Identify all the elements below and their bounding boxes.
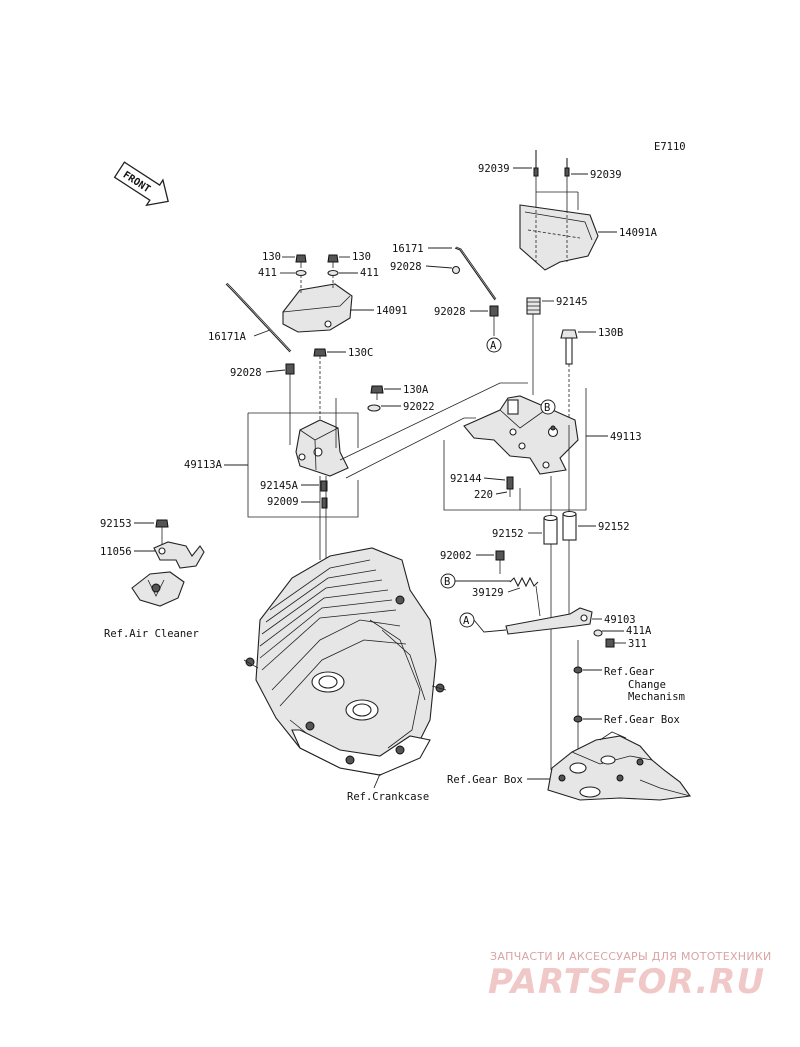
rod-16171	[451, 246, 499, 336]
label-92039-left: 92039	[478, 163, 510, 175]
bolt-92002	[495, 550, 505, 574]
air-cleaner-ref	[131, 571, 185, 607]
washer-411-left	[295, 269, 307, 277]
label-92028-mid: 92028	[434, 306, 466, 318]
label-411-right: 411	[360, 267, 379, 279]
lever-49103	[505, 585, 593, 635]
spring-92145	[526, 297, 541, 395]
label-411A: 411A	[626, 625, 652, 637]
label-ref-gear-change-2: Change	[628, 679, 666, 691]
callout-B-top-label: B	[544, 402, 550, 414]
label-92028-top: 92028	[390, 261, 422, 273]
link-line-lower	[345, 417, 476, 479]
callout-B-top	[540, 399, 556, 415]
label-49113A: 49113A	[184, 459, 223, 471]
label-92002: 92002	[440, 550, 472, 562]
label-92153: 92153	[100, 518, 132, 530]
gear-box	[547, 731, 691, 801]
bracket-11056	[153, 541, 205, 569]
rod-16171A	[225, 282, 295, 445]
label-16171: 16171	[392, 243, 424, 255]
label-ref-gear-change-1: Ref.Gear	[604, 666, 655, 678]
watermark-subtitle: ЗАПЧАСТИ И АКСЕССУАРЫ ДЛЯ МОТОТЕХНИКИ	[490, 950, 772, 963]
bolt-130A	[370, 385, 384, 400]
label-130C: 130C	[348, 347, 373, 359]
label-411-left: 411	[258, 267, 277, 279]
diagram-code: E7110	[654, 141, 686, 153]
label-92152-right: 92152	[598, 521, 630, 533]
engine-crankcase	[243, 547, 447, 776]
label-130A: 130A	[403, 384, 429, 396]
label-130B: 130B	[598, 327, 623, 339]
label-16171A: 16171A	[208, 331, 247, 343]
washer-411A	[593, 629, 603, 637]
label-49113: 49113	[610, 431, 642, 443]
ref-gear-box-collar	[573, 715, 583, 723]
label-92145A: 92145A	[260, 480, 299, 492]
collar-92152-right	[562, 425, 577, 541]
label-39129: 39129	[472, 587, 504, 599]
label-92028-left: 92028	[230, 367, 262, 379]
callout-A-top-label: A	[490, 340, 497, 352]
label-14091A: 14091A	[619, 227, 658, 239]
label-220: 220	[474, 489, 493, 501]
front-arrow-icon: FRONT	[113, 161, 169, 207]
label-311: 311	[628, 638, 647, 650]
label-92009: 92009	[267, 496, 299, 508]
label-49103: 49103	[604, 614, 636, 626]
label-11056: 11056	[100, 546, 132, 558]
washer-411-right	[327, 269, 339, 277]
callout-A-bottom-label: A	[463, 615, 470, 627]
collar-92152-left	[543, 476, 558, 545]
label-130-left: 130	[262, 251, 281, 263]
label-ref-gear-box-2: Ref.Gear Box	[447, 774, 523, 786]
ref-gear-change-collar	[573, 666, 583, 674]
link-line-upper	[339, 382, 528, 461]
control-bracket-right	[463, 395, 579, 497]
label-130-right: 130	[352, 251, 371, 263]
nut-311	[605, 638, 615, 648]
label-92152-left: 92152	[492, 528, 524, 540]
bolt-130-left	[295, 254, 307, 268]
label-14091: 14091	[376, 305, 408, 317]
callout-B-bottom-label: B	[444, 576, 450, 588]
label-92039-right: 92039	[590, 169, 622, 181]
cover-14091A-group	[519, 150, 599, 271]
cover-14091	[282, 275, 353, 333]
bracket-49113-box	[443, 388, 587, 511]
label-92144: 92144	[450, 473, 482, 485]
label-ref-gear-change-3: Mechanism	[628, 691, 685, 703]
label-92145: 92145	[556, 296, 588, 308]
spring-39129	[509, 576, 539, 588]
bolt-130-right	[327, 254, 339, 268]
label-ref-crankcase: Ref.Crankcase	[347, 791, 429, 803]
washer-92022	[367, 404, 381, 412]
label-92022: 92022	[403, 401, 435, 413]
callout-A-top	[486, 337, 502, 353]
watermark-logo: PARTSFOR.RU	[488, 962, 766, 1002]
control-bracket-left	[295, 419, 349, 509]
label-ref-gear-box-1: Ref.Gear Box	[604, 714, 680, 726]
bolt-130B	[560, 329, 578, 425]
bolt-130C	[313, 348, 327, 425]
label-ref-air-cleaner: Ref.Air Cleaner	[104, 628, 199, 640]
